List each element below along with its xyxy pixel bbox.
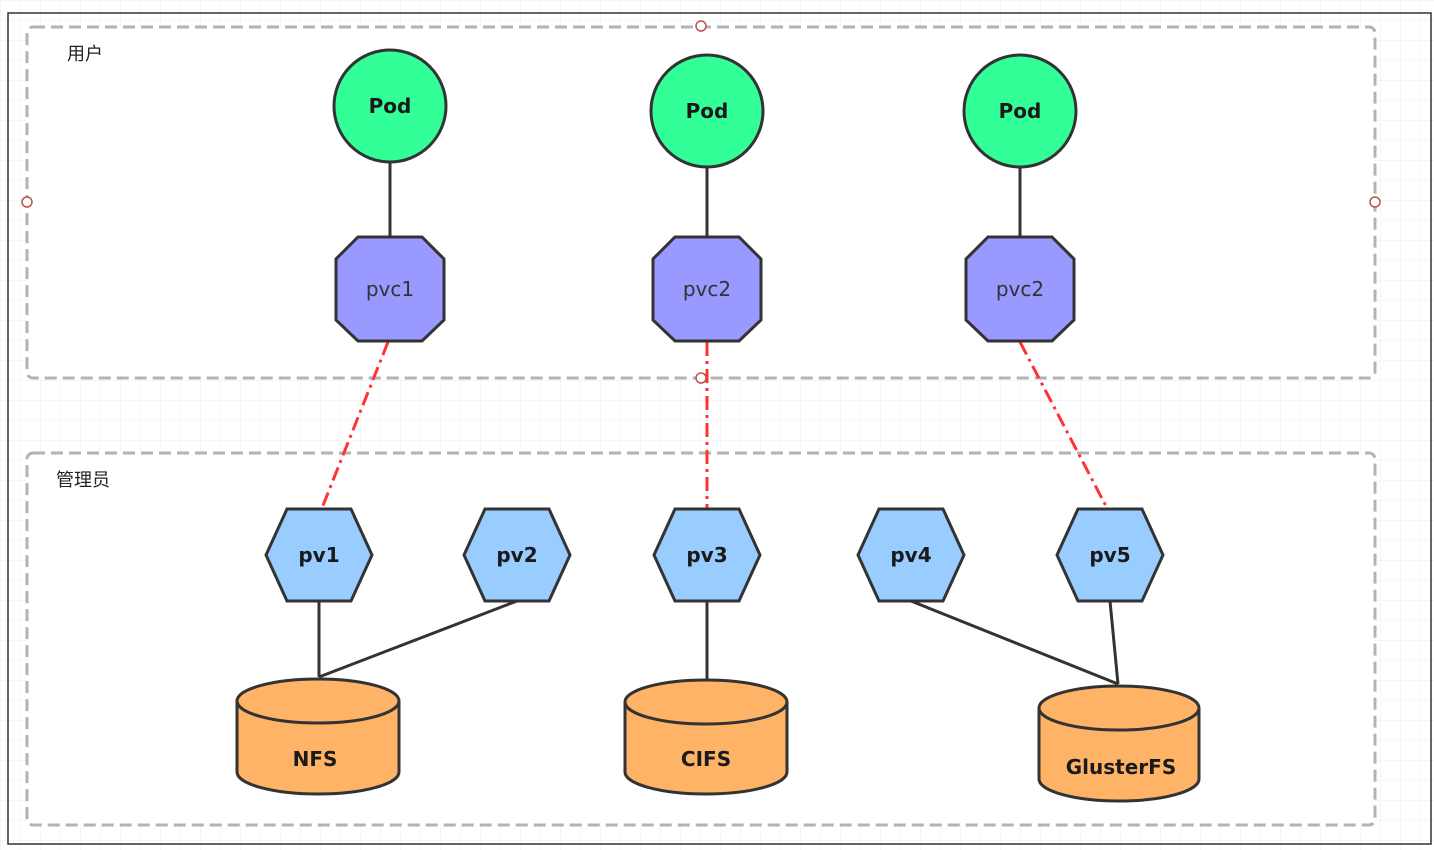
pv-label: pv3 [686, 543, 727, 567]
pv-label: pv4 [890, 543, 931, 567]
pv-label: pv5 [1089, 543, 1130, 567]
pvc-node-2[interactable]: pvc2 [651, 235, 763, 343]
pvc-label: pvc2 [683, 277, 731, 301]
pod-node-3[interactable]: Pod [962, 53, 1078, 169]
canvas-frame [7, 12, 1432, 845]
pv-node-2[interactable]: pv2 [462, 507, 572, 603]
pvc-node-1[interactable]: pvc1 [334, 235, 446, 343]
storage-label: CIFS [681, 747, 731, 771]
pvc3-pv5-binding [1018, 341, 1109, 509]
pod-node-2[interactable]: Pod [649, 53, 765, 169]
admin-group-label: 管理员 [56, 470, 110, 491]
pv-node-4[interactable]: pv4 [856, 507, 966, 603]
pvc1-pv1-binding [320, 341, 390, 509]
user-group-label: 用户 [67, 44, 103, 65]
pv-label: pv2 [496, 543, 537, 567]
storage-node-nfs[interactable]: NFS [235, 677, 401, 796]
pv4-glusterfs-connector [910, 599, 1119, 686]
pv2-nfs-connector [318, 599, 518, 679]
pv5-glusterfs-connector [1108, 600, 1120, 685]
storage-label: NFS [293, 747, 338, 771]
pvc-node-3[interactable]: pvc2 [964, 235, 1076, 343]
selection-handle-bottom[interactable] [695, 372, 707, 384]
selection-handle-right[interactable] [1369, 196, 1381, 208]
selection-handle-left[interactable] [21, 196, 33, 208]
pv-node-3[interactable]: pv3 [652, 507, 762, 603]
pv-node-1[interactable]: pv1 [264, 507, 374, 603]
pod-node-1[interactable]: Pod [332, 48, 448, 164]
pv-label: pv1 [298, 543, 339, 567]
pvc-label: pvc1 [366, 277, 414, 301]
pod-label: Pod [686, 99, 729, 123]
storage-node-cifs[interactable]: CIFS [623, 678, 789, 796]
selection-handle-top[interactable] [695, 20, 707, 32]
storage-node-glusterfs[interactable]: GlusterFS [1037, 684, 1201, 803]
storage-label: GlusterFS [1066, 755, 1176, 779]
pvc-label: pvc2 [996, 277, 1044, 301]
pod-label: Pod [999, 99, 1042, 123]
pod-label: Pod [369, 94, 412, 118]
pv-node-5[interactable]: pv5 [1055, 507, 1165, 603]
